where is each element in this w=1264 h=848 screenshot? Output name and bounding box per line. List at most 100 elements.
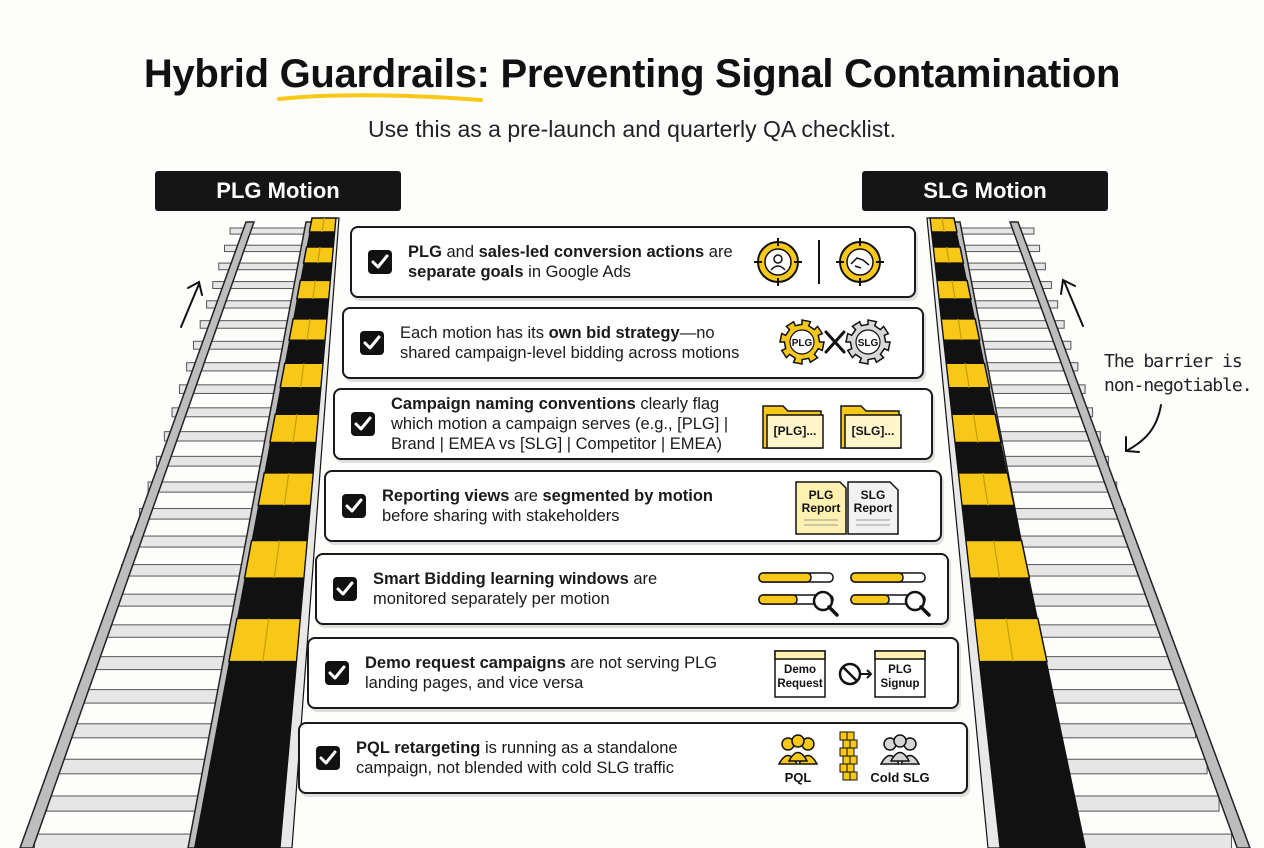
item-text-plain: shared campaign-level bidding across mot… xyxy=(400,344,740,362)
checkbox-checked[interactable] xyxy=(342,494,366,518)
rail-tie xyxy=(80,689,226,704)
item-text-plain: in Google Ads xyxy=(523,263,631,281)
note-pointer-arrow-icon xyxy=(1125,404,1162,453)
rail-tie xyxy=(1061,795,1220,812)
rail-tie xyxy=(989,407,1094,418)
checkbox-checked[interactable] xyxy=(360,331,384,355)
item-text-plain: are xyxy=(704,243,733,261)
barrier-yellow-stripe xyxy=(269,413,320,444)
barrier-yellow-stripe xyxy=(228,617,302,663)
title-suffix: : Preventing Signal Contamination xyxy=(476,52,1121,96)
rail-tie xyxy=(1041,689,1185,704)
item-text-bold: segmented by motion xyxy=(542,487,714,505)
rail-tie xyxy=(1008,508,1126,520)
item-text-plain: Each motion has its xyxy=(400,324,549,342)
checkbox-checked[interactable] xyxy=(368,250,392,274)
checklist-item-text: PLG and sales-led conversion actions are… xyxy=(408,242,733,282)
barrier-ridge xyxy=(957,318,963,341)
barrier-ridge xyxy=(982,472,989,506)
item-text-line: separate goals in Google Ads xyxy=(408,262,733,282)
rail-tie xyxy=(58,758,213,775)
item-text-line: campaign, not blended with cold SLG traf… xyxy=(356,758,678,778)
checkbox-checked[interactable] xyxy=(316,746,340,770)
item-text-plain: monitored separately per motion xyxy=(373,590,610,608)
rail-tie xyxy=(163,431,273,442)
folder-icon: [PLG]...[SLG]... xyxy=(762,405,902,449)
item-text-bold: PLG xyxy=(408,243,442,261)
browser-label: Demo xyxy=(784,664,816,676)
item-text-bold: Smart Bidding learning windows xyxy=(373,570,629,588)
plg-report-label: Report xyxy=(802,501,841,515)
rail-tie xyxy=(33,833,200,848)
rail-tie xyxy=(993,431,1101,442)
checkmark-icon xyxy=(371,254,389,269)
item-text-plain: clearly flag xyxy=(635,395,720,413)
checkmark-icon xyxy=(363,335,381,350)
rail-tie xyxy=(1013,535,1135,548)
checkmark-icon xyxy=(319,750,337,765)
page-subtitle: Use this as a pre-launch and quarterly Q… xyxy=(368,116,896,142)
item-text-bold: PQL retargeting xyxy=(356,739,481,757)
item-text-line: PLG and sales-led conversion actions are xyxy=(408,242,733,262)
barrier-yellow-stripe xyxy=(950,413,1002,444)
checklist-item: PQL retargeting is running as a standalo… xyxy=(298,722,968,794)
item-text-plain: are xyxy=(628,570,658,588)
browser-label: Request xyxy=(777,678,823,690)
item-text-plain: —no xyxy=(679,324,715,342)
item-text-plain: landing pages, and vice versa xyxy=(365,674,584,692)
item-text-plain: are xyxy=(509,487,543,505)
checkmark-icon xyxy=(345,498,363,513)
barrier-note-line-1: The barrier is xyxy=(1104,351,1243,372)
plg-report-label: PLG xyxy=(809,488,834,502)
browser-label: PLG xyxy=(888,664,912,676)
item-text-line: Each motion has its own bid strategy—no xyxy=(400,323,739,343)
checklist-item-text: Campaign naming conventions clearly flag… xyxy=(391,394,728,454)
item-text-line: monitored separately per motion xyxy=(373,589,657,609)
rail-tie xyxy=(1003,481,1118,493)
checkbox-checked[interactable] xyxy=(351,412,375,436)
rail-tie xyxy=(1068,833,1232,848)
cold-slg-label: Cold SLG xyxy=(870,770,929,785)
rail-tie xyxy=(155,455,268,467)
item-text-plain: before sharing with stakeholders xyxy=(382,507,620,525)
barrier-yellow-stripe xyxy=(243,539,309,579)
slg-motion-label: SLG Motion xyxy=(862,171,1108,211)
barrier-ridge xyxy=(306,318,311,341)
barrier-yellow-stripe xyxy=(257,472,315,507)
barrier-ridge xyxy=(951,280,956,300)
barrier-yellow-stripe xyxy=(957,472,1016,507)
slg-report-label: Report xyxy=(854,501,893,515)
checklist-item: PLG and sales-led conversion actions are… xyxy=(350,226,916,298)
barrier-ridge xyxy=(262,618,270,662)
item-text-line: before sharing with stakeholders xyxy=(382,506,713,526)
barrier-ridge xyxy=(273,540,281,579)
checkbox-checked[interactable] xyxy=(325,661,349,685)
item-text-bold: own bid strategy xyxy=(548,324,680,342)
barrier-ridge xyxy=(941,217,945,233)
item-text-bold: Demo request campaigns xyxy=(365,654,566,672)
barrier-ridge xyxy=(972,414,979,443)
folder-label: [SLG]... xyxy=(852,424,895,438)
barrier-yellow-stripe xyxy=(973,617,1048,663)
checkbox-checked[interactable] xyxy=(333,577,357,601)
item-text-line: which motion a campaign serves (e.g., [P… xyxy=(391,414,728,434)
item-text-line: Reporting views are segmented by motion xyxy=(382,486,713,506)
checklist-item-text: PQL retargeting is running as a standalo… xyxy=(356,738,678,778)
yellow-underline-icon xyxy=(276,93,483,102)
rail-tie xyxy=(139,508,259,520)
title-prefix: Hybrid xyxy=(143,52,280,96)
rail-tie xyxy=(69,723,220,739)
right-striped-barrier xyxy=(926,217,1086,848)
item-text-line: Smart Bidding learning windows are xyxy=(373,569,657,589)
browser-label: Signup xyxy=(881,678,920,690)
item-text-bold: Campaign naming conventions xyxy=(391,395,636,413)
barrier-note: The barrier is non-negotiable. xyxy=(1104,350,1253,398)
item-text-bold: Reporting views xyxy=(382,487,510,505)
